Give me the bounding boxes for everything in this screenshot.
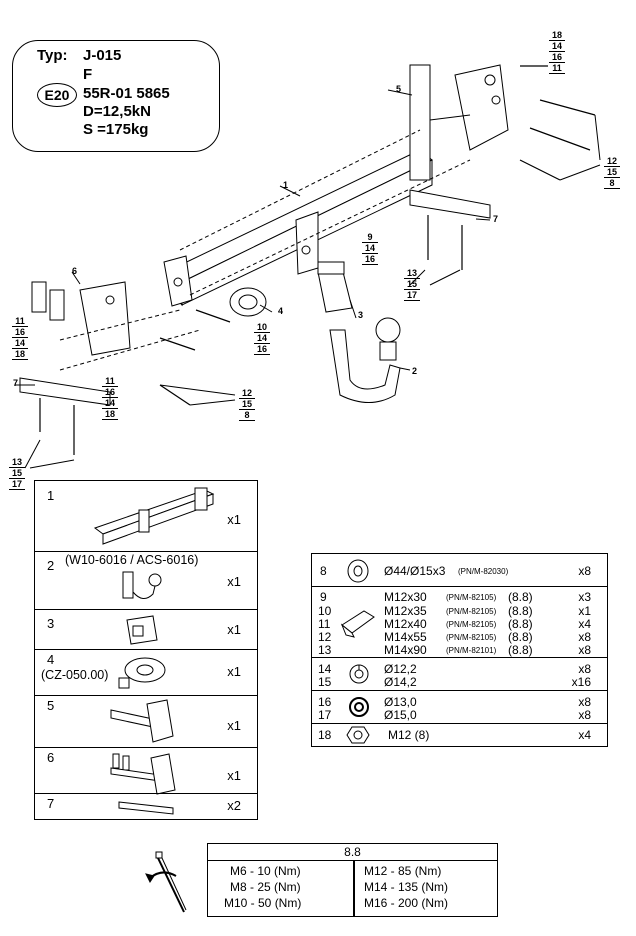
hardware-table: 8 Ø44/Ø15x3 (PN/M-82030) x8 9 M12x30 (PN… xyxy=(311,553,608,747)
torque-wrench-icon xyxy=(145,851,187,913)
label-part-2: 2 xyxy=(412,366,418,376)
label-part-3: 3 xyxy=(358,310,364,320)
part-row-3: 3 x1 xyxy=(35,609,257,650)
socket-plate-drawing xyxy=(317,261,353,313)
left-bracket-icon xyxy=(110,753,176,795)
hardware-bolts-section xyxy=(312,586,607,657)
bolt-icon xyxy=(340,610,375,638)
plate-icon xyxy=(118,801,174,815)
hardware-washer-row: 8 Ø44/Ø15x3 (PN/M-82030) x8 xyxy=(312,553,607,587)
part-row-4: 4 (CZ-050.00) x1 xyxy=(35,649,257,696)
coupling-icon xyxy=(118,657,166,689)
part-row-5: 5 x1 xyxy=(35,695,257,748)
d-value: D=12,5kN xyxy=(83,103,151,120)
torque-table: 8.8 M6 - 10 (Nm) M8 - 25 (Nm) M10 - 50 (… xyxy=(207,843,498,917)
label-part-6: 6 xyxy=(72,266,78,276)
class-value: F xyxy=(83,66,93,83)
hardware-nut-row: 18 M12 (8) x4 xyxy=(312,723,607,747)
alignment-lines xyxy=(59,129,471,371)
s-value: S =175kg xyxy=(83,121,149,138)
type-value: J-015 xyxy=(83,47,122,64)
tow-ball-drawing xyxy=(329,317,401,403)
label-part-1: 1 xyxy=(283,180,289,190)
e-mark: E20 xyxy=(37,83,77,107)
torque-left-2: M8 - 25 (Nm) xyxy=(230,880,301,894)
spring-washer-icon xyxy=(349,664,369,684)
tow-ball-icon xyxy=(122,571,162,599)
part-row-7: 7 x2 xyxy=(35,793,257,818)
washer-icon xyxy=(347,559,369,582)
part-row-2: 2 (W10-6016 / ACS-6016) x1 xyxy=(35,551,257,610)
crossbar-icon xyxy=(93,487,215,545)
label-part-5: 5 xyxy=(396,84,402,94)
flat-washer-icon xyxy=(349,697,369,717)
callout-fans xyxy=(24,114,601,469)
label-part-4: 4 xyxy=(278,306,284,316)
exploded-assembly-diagram xyxy=(15,64,601,469)
label-part-7-right: 7 xyxy=(493,214,499,224)
hardware-spring-washers xyxy=(312,657,607,690)
torque-right-1: M12 - 85 (Nm) xyxy=(364,864,442,878)
torque-left-3: M10 - 50 (Nm) xyxy=(224,896,302,910)
torque-right-3: M16 - 200 (Nm) xyxy=(364,896,449,910)
type-label: Typ: xyxy=(37,47,68,64)
parts-list: 1 x1 2 (W10-6016 / ACS-6016) x1 3 x1 4 (… xyxy=(34,480,258,820)
leader-lines xyxy=(15,89,491,386)
socket-plate-icon xyxy=(126,615,158,645)
hardware-flat-washers xyxy=(312,690,607,723)
coupling-drawing xyxy=(229,287,267,317)
part-row-1: 1 x1 xyxy=(35,480,257,552)
right-bracket-drawing xyxy=(409,64,509,219)
part-row-6: 6 x1 xyxy=(35,747,257,798)
nut-icon xyxy=(346,726,370,744)
bolts-right-drawing xyxy=(39,65,596,455)
label-part-7-left: 7 xyxy=(13,378,19,388)
torque-grade: 8.8 xyxy=(208,844,497,861)
approval-number: 55R-01 5865 xyxy=(83,85,170,102)
left-bracket-drawing xyxy=(19,281,131,406)
approval-spec-box: Typ: J-015 F E20 55R-01 5865 D=12,5kN S … xyxy=(12,40,220,152)
crossbar-drawing xyxy=(163,149,433,307)
torque-right-2: M14 - 135 (Nm) xyxy=(364,880,449,894)
right-bracket-icon xyxy=(110,699,174,743)
torque-left-1: M6 - 10 (Nm) xyxy=(230,864,301,878)
